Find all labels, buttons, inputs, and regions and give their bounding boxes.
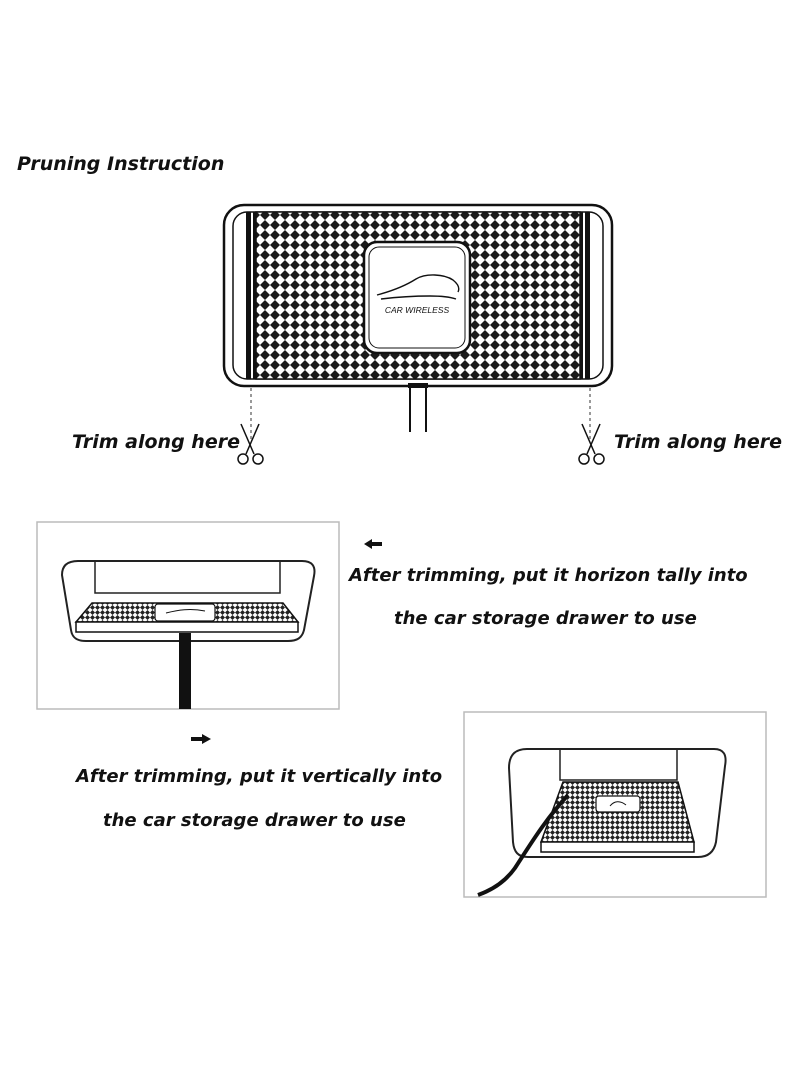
charging-cable (408, 383, 428, 432)
vertical-instruction-line1: After trimming, put it vertically into (76, 766, 443, 787)
vertical-placement-illustration (463, 711, 767, 898)
pad-left-stripes (246, 212, 256, 379)
horizontal-instruction-line1: After trimming, put it horizon tally int… (349, 565, 748, 586)
horizontal-placement-illustration (36, 521, 340, 710)
pad-label: CAR WIRELESS (385, 305, 450, 315)
scissors-right-icon (578, 423, 605, 465)
page-title: Pruning Instruction (17, 153, 225, 175)
car-logo-icon (376, 274, 460, 300)
horizontal-instruction-line2: the car storage drawer to use (394, 608, 697, 629)
arrow-right-icon (191, 734, 211, 744)
pad-right-stripes (580, 212, 590, 379)
arrow-left-icon (364, 539, 382, 549)
wireless-charging-pad: CAR WIRELESS (222, 203, 614, 432)
charging-coil-panel: CAR WIRELESS (362, 240, 472, 355)
scissors-left-icon (237, 423, 264, 465)
vertical-instruction-line2: the car storage drawer to use (103, 810, 406, 831)
trim-left-label: Trim along here (72, 431, 240, 453)
trim-right-label: Trim along here (614, 431, 782, 453)
